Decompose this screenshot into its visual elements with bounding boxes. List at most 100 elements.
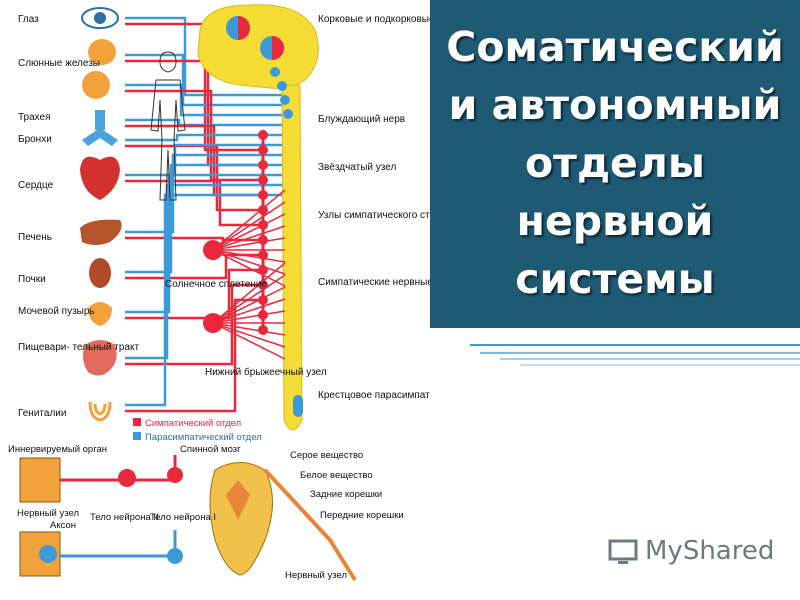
parasympathetic-fiber	[125, 193, 282, 407]
organ-label-salivary: Слюнные железы	[18, 58, 100, 69]
trunk-node	[258, 190, 268, 200]
label-axon: Аксон	[50, 520, 76, 531]
center-labels: Солнечное сплетение Нижний брыжеечный уз…	[165, 279, 327, 378]
decor-stripe	[520, 364, 800, 366]
plexus-fiber	[212, 201, 286, 251]
legend-swatch-sympathetic	[133, 418, 141, 426]
sympathetic-fiber	[125, 179, 263, 227]
brain	[197, 4, 319, 89]
organ-label-eye: Глаз	[18, 14, 39, 25]
label-gray: Серое вещество	[290, 450, 363, 461]
organ-labels: Глаз Слюнные железы Трахея Бронхи Сердце…	[18, 14, 139, 419]
parasympathetic-fiber	[125, 118, 282, 127]
plexus-fiber	[212, 322, 286, 348]
title-panel	[430, 0, 800, 328]
brand-name-part1: My	[645, 536, 683, 566]
plexus-fiber	[212, 225, 286, 251]
organ-label-bladder: Мочевой пузырь	[18, 306, 95, 317]
brainstem-nuclei	[270, 67, 303, 417]
organ-label-trachea: Трахея	[18, 112, 51, 123]
plexus-fiber	[212, 189, 286, 251]
label-mesenteric: Нижний брыжеечный узел	[205, 366, 327, 378]
title-line-3: отделы	[525, 139, 705, 187]
plexus-fiber	[212, 286, 286, 324]
kidney-icon	[89, 258, 111, 288]
parasympathetic-fiber	[125, 173, 282, 314]
parasympathetic-fiber	[125, 183, 282, 360]
trunk-node	[258, 145, 268, 155]
organ-label-kidneys: Почки	[18, 274, 46, 285]
trunk-node	[258, 160, 268, 170]
parasympathetic-fiber	[125, 133, 282, 142]
plexus-fiber	[212, 249, 286, 263]
plexus-fiber	[212, 322, 286, 336]
trunk-node	[258, 175, 268, 185]
label-vagus: Блуждающий нерв	[318, 114, 405, 125]
slide-title: Соматический и автономный отделы нервной…	[430, 18, 800, 308]
label-posterior: Задние корешки	[310, 489, 382, 500]
decor-stripe	[500, 358, 800, 360]
title-line-2: и автономный	[448, 81, 782, 129]
liver-icon	[80, 219, 122, 245]
organ-label-genitals: Гениталии	[18, 408, 66, 419]
right-labels: Корковые и подкорковые центры Блуждающий…	[318, 14, 430, 401]
plexus-fiber	[212, 262, 286, 324]
title-line-5: системы	[515, 255, 715, 303]
cortical-centers	[226, 16, 284, 60]
plexus-fiber	[212, 322, 286, 360]
label-anterior: Передние корешки	[320, 510, 404, 521]
legend-sympathetic: Симпатический отдел	[145, 418, 241, 429]
trunk-node	[258, 205, 268, 215]
label-solar: Солнечное сплетение	[165, 279, 267, 290]
brand-logo	[608, 537, 768, 571]
organ-label-digestive: Пищевари- тельный тракт	[18, 342, 139, 353]
plexus-fiber	[212, 213, 286, 251]
brand-name-part2: Shared	[682, 536, 775, 566]
plexus-fiber	[212, 274, 286, 324]
decor-stripe	[470, 344, 800, 346]
label-sacral: Крестцовое парасимпатическое ядро спинно…	[318, 390, 430, 401]
plexus-fiber	[212, 237, 286, 251]
brand-text: MyShared	[645, 536, 774, 566]
label-innervated: Иннервируемый орган	[8, 444, 107, 455]
label-trunk-nodes: Узлы симпатического ствола	[318, 210, 430, 221]
legend: Симпатический отдел Парасимпатический от…	[133, 418, 262, 443]
label-cortical: Корковые и подкорковые центры	[318, 14, 430, 25]
salivary-gland-icon	[82, 39, 116, 99]
parasympathetic-fiber	[125, 53, 282, 107]
title-line-1: Соматический	[446, 23, 784, 71]
parasympathetic-fiber	[125, 153, 282, 234]
sympathetic-fiber	[125, 298, 263, 413]
parasympathetic-fiber	[125, 163, 282, 274]
organ-label-bronchi: Бронхи	[18, 134, 52, 145]
plexus-fibers	[212, 189, 286, 360]
label-nerve-node: Нервный узел	[17, 508, 79, 519]
trunk-node	[258, 130, 268, 140]
eye-icon	[81, 7, 119, 29]
label-spinal-brain: Спинной мозг	[180, 444, 241, 455]
intestine-icon	[83, 340, 117, 376]
genitals-icon	[88, 401, 112, 422]
label-white: Белое вещество	[300, 470, 373, 481]
bottom-labels: Иннервируемый орган Спинной мозг Нервный…	[8, 444, 404, 581]
legend-parasympathetic: Парасимпатический отдел	[145, 432, 262, 443]
plexus-fiber	[212, 310, 286, 324]
sympathetic-fiber	[125, 283, 263, 366]
parasympathetic-fiber	[125, 16, 282, 97]
label-symp-fibers: Симпатические нервные волокна спинно-моз…	[318, 277, 430, 288]
label-neuron2: Тело нейрона II	[90, 512, 159, 523]
plexus-fiber	[212, 249, 286, 287]
label-nerve-node2: Нервный узел	[285, 570, 347, 581]
label-stellate: Звёздчатый узел	[318, 162, 397, 173]
sympathetic-fiber	[125, 253, 263, 280]
bladder-icon	[88, 302, 112, 326]
sympathetic-fiber	[125, 22, 263, 152]
legend-swatch-parasympathetic	[133, 432, 141, 440]
spinal-cord	[281, 84, 303, 431]
trunk-node	[258, 235, 268, 245]
title-line-4: нервной	[516, 197, 714, 245]
nervous-system-diagram: Глаз Слюнные железы Трахея Бронхи Сердце…	[8, 4, 430, 582]
organ-label-liver: Печень	[18, 232, 52, 243]
trachea-icon	[82, 110, 118, 146]
label-neuron1: Тело нейрона I	[150, 512, 216, 523]
